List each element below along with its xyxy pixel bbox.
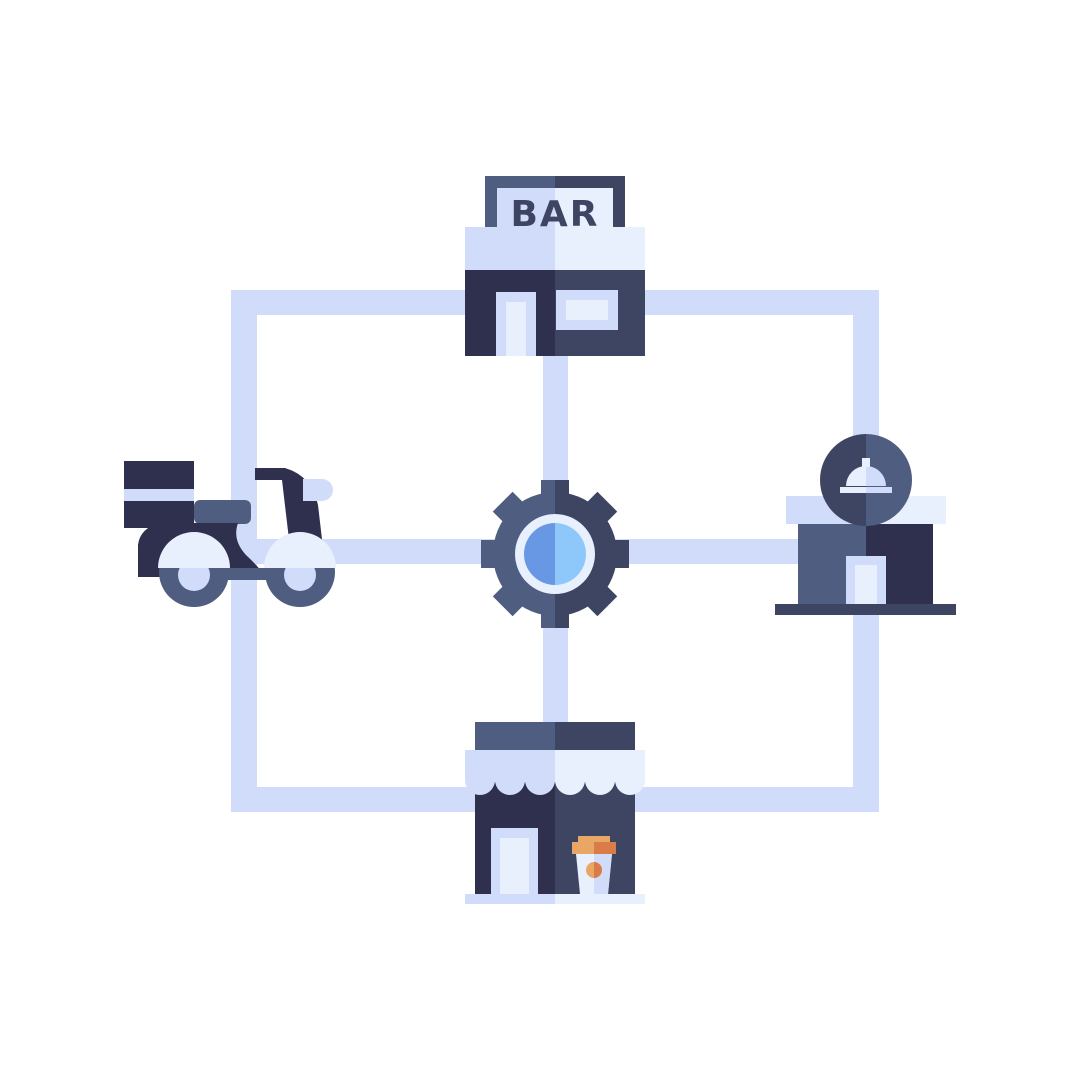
restaurant-cloche-icon — [775, 434, 956, 615]
bar-building-icon: BAR — [465, 176, 645, 356]
delivery-scooter-icon — [124, 461, 336, 607]
coffee-shop-icon — [465, 722, 645, 904]
gear-icon — [481, 480, 629, 628]
coffee-cup-icon — [572, 836, 616, 894]
